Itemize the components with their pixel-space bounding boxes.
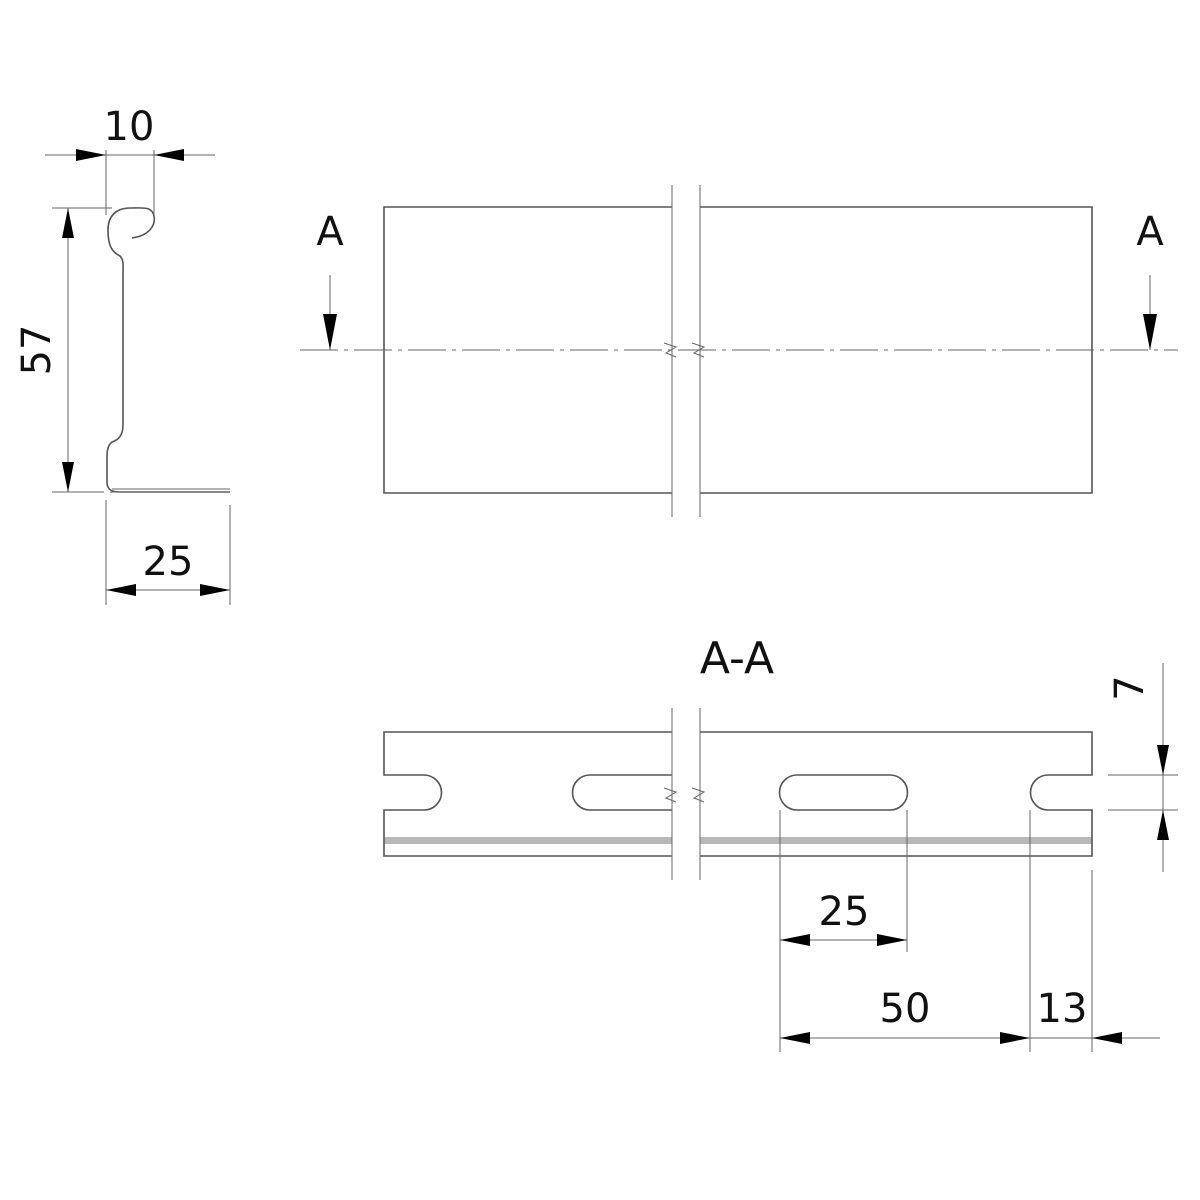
arrow-icon <box>62 462 74 492</box>
arrow-icon <box>1000 1032 1030 1044</box>
dimension-25-profile: 25 <box>105 500 231 605</box>
section-view: A-A 7 25 <box>383 633 1178 1052</box>
arrow-icon <box>1157 810 1169 840</box>
dimension-13: 13 <box>1030 986 1160 1044</box>
arrow-icon <box>1092 1032 1122 1044</box>
arrow-icon <box>780 1032 810 1044</box>
section-marker-right: A <box>1136 209 1164 350</box>
break-symbol <box>663 787 706 803</box>
arrow-icon <box>877 934 907 946</box>
dim-label-25-slot: 25 <box>819 889 870 935</box>
arrow-icon <box>154 149 184 161</box>
dim-label-25: 25 <box>143 539 194 585</box>
dim-label-7: 7 <box>1107 675 1153 700</box>
top-view: A A <box>300 185 1178 517</box>
dimension-10: 10 <box>45 104 215 215</box>
profile-view: 10 57 25 <box>14 104 231 605</box>
arrow-icon <box>200 584 230 596</box>
arrow-icon <box>62 208 74 238</box>
section-label-right: A <box>1136 209 1164 255</box>
dim-label-10: 10 <box>104 104 155 150</box>
dimension-50: 50 <box>780 986 1030 1044</box>
dimension-25-slot: 25 <box>780 889 907 946</box>
band <box>700 837 1092 844</box>
arrow-icon <box>76 149 106 161</box>
rail-profile <box>106 207 230 493</box>
dimension-57: 57 <box>14 207 112 493</box>
band <box>384 837 672 844</box>
section-outline-right <box>700 731 1093 857</box>
section-label-left: A <box>316 209 344 255</box>
rail-flange-thickness <box>110 488 230 493</box>
dim-label-57: 57 <box>14 325 60 376</box>
arrow-icon <box>323 314 337 350</box>
break-symbol <box>663 342 706 358</box>
dim-label-50: 50 <box>880 986 931 1032</box>
arrow-icon <box>780 934 810 946</box>
dim-label-13: 13 <box>1037 986 1088 1032</box>
section-marker-left: A <box>316 209 344 350</box>
dimension-7: 7 <box>1107 663 1178 872</box>
arrow-icon <box>1143 314 1157 350</box>
arrow-icon <box>1157 745 1169 775</box>
section-title: A-A <box>700 633 774 684</box>
section-outline-left <box>383 731 672 857</box>
slot <box>778 774 909 811</box>
arrow-icon <box>106 584 136 596</box>
